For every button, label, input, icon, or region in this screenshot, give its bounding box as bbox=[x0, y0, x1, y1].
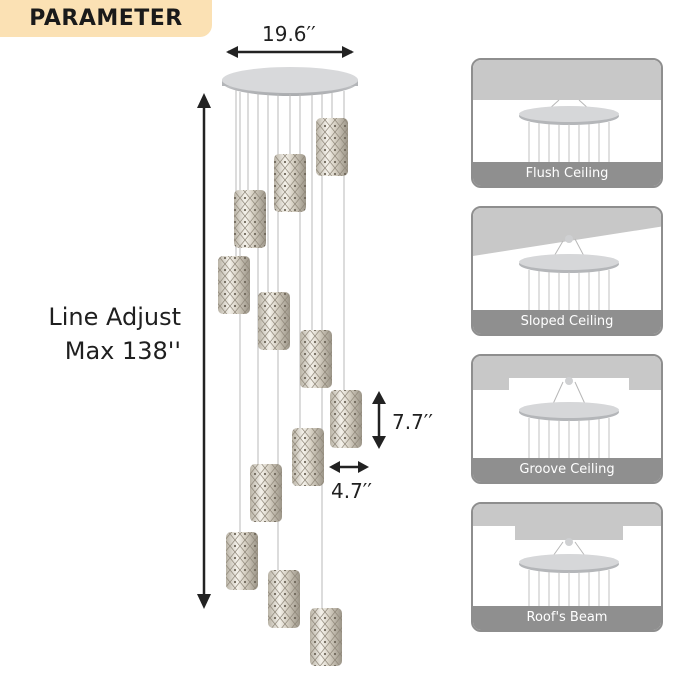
pendant bbox=[300, 330, 332, 388]
sloped-ceiling-icon bbox=[473, 208, 661, 316]
pendant bbox=[226, 532, 258, 590]
sloped-ceiling-panel: Sloped Ceiling bbox=[471, 206, 663, 336]
line-adjust-label: Line Adjust bbox=[48, 303, 181, 331]
line-adjust-text: Line Adjust Max 138'' bbox=[48, 300, 181, 368]
parameter-badge: PARAMETER bbox=[0, 0, 212, 37]
sloped-ceiling-label: Sloped Ceiling bbox=[473, 310, 661, 334]
pendant-width-label: 4.7′′ bbox=[331, 479, 372, 503]
pendant-width-arrow bbox=[329, 461, 369, 473]
line-adjust-max: Max 138'' bbox=[64, 337, 181, 365]
groove-ceiling-icon bbox=[473, 356, 661, 464]
flush-ceiling-panel: Flush Ceiling bbox=[471, 58, 663, 188]
flush-ceiling-icon bbox=[473, 60, 661, 168]
pendant bbox=[316, 118, 348, 176]
pendant bbox=[274, 154, 306, 212]
pendant bbox=[234, 190, 266, 248]
pendant bbox=[330, 390, 362, 448]
canopy-width-arrow bbox=[226, 46, 354, 58]
pendant bbox=[268, 570, 300, 628]
groove-ceiling-label: Groove Ceiling bbox=[473, 458, 661, 482]
badge-title: PARAMETER bbox=[29, 6, 183, 31]
pendant bbox=[250, 464, 282, 522]
pendant bbox=[258, 292, 290, 350]
pendant bbox=[310, 608, 342, 666]
pendant bbox=[218, 256, 250, 314]
pendant bbox=[292, 428, 324, 486]
pendant-height-arrow bbox=[372, 391, 386, 449]
groove-ceiling-panel: Groove Ceiling bbox=[471, 354, 663, 484]
canopy-width-label: 19.6′′ bbox=[262, 22, 316, 46]
line-adjust-arrow bbox=[197, 93, 211, 609]
crystal-pendants bbox=[218, 118, 362, 666]
roofs-beam-icon bbox=[473, 504, 661, 612]
flush-ceiling-label: Flush Ceiling bbox=[473, 162, 661, 186]
roofs-beam-label: Roof's Beam bbox=[473, 606, 661, 630]
pendant-height-label: 7.7′′ bbox=[392, 410, 433, 434]
canopy bbox=[222, 67, 358, 96]
roofs-beam-panel: Roof's Beam bbox=[471, 502, 663, 632]
